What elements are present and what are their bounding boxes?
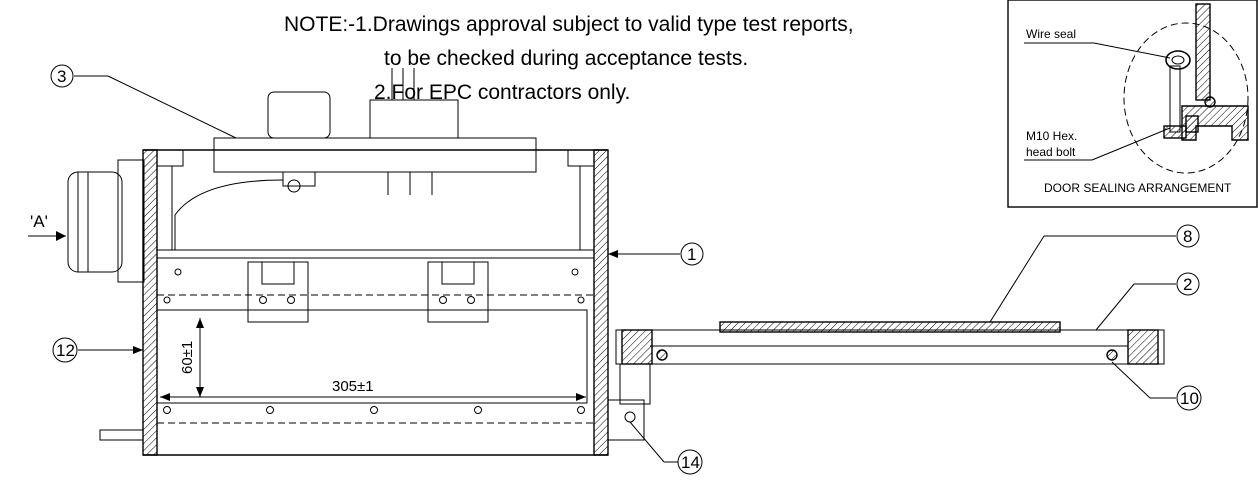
callout-1-text: 1 — [687, 245, 696, 264]
inner-panel — [156, 309, 588, 404]
callout-14: 14 — [629, 421, 703, 475]
cable-gland — [67, 159, 145, 283]
screw-row — [163, 268, 585, 414]
hinge — [607, 399, 645, 441]
detail-wall — [1195, 3, 1211, 101]
top-device-base — [213, 137, 537, 173]
callout-10-text: 10 — [1180, 389, 1199, 408]
mounting-plate — [156, 249, 595, 259]
detail-bolt-head — [1163, 125, 1187, 139]
door-glass — [719, 321, 1061, 333]
dim-height-text: 60±1 — [179, 341, 196, 374]
callout-8-text: 8 — [1183, 227, 1192, 246]
note-line-1: NOTE:-1.Drawings approval subject to val… — [284, 13, 854, 36]
detail-circle — [1123, 22, 1249, 174]
view-label-a: 'A' — [30, 212, 48, 231]
callout-3-text: 3 — [57, 67, 66, 86]
enclosure-body — [99, 149, 609, 456]
note-line-3: 2.For EPC contractors only. — [374, 81, 630, 104]
door-sealing-detail: Wire seal M10 Hex. head bolt DOOR SEALIN… — [1007, 0, 1258, 208]
callout-1: 1 — [608, 242, 704, 266]
dim-width-text: 305±1 — [332, 378, 374, 395]
door-gasket-left — [656, 349, 668, 361]
detail-frame — [1007, 0, 1258, 208]
callout-8: 8 — [989, 224, 1200, 323]
callout-10: 10 — [1111, 361, 1202, 411]
detail-label-bolt-2: head bolt — [1026, 145, 1076, 159]
detail-wire-seal-inner — [1171, 55, 1185, 65]
detail-door — [1181, 105, 1249, 141]
detail-wire-seal — [1165, 50, 1191, 70]
callout-2-text: 2 — [1183, 275, 1192, 294]
left-wall — [142, 149, 158, 456]
bottom-foot — [99, 429, 144, 441]
door-gasket-right — [1106, 349, 1118, 361]
dimension-height: 60±1 — [179, 318, 204, 397]
door-section — [607, 321, 1165, 441]
terminal-block-left — [247, 261, 309, 323]
callout-2: 2 — [1095, 272, 1200, 331]
detail-nut — [1185, 115, 1199, 133]
callout-12-text: 12 — [56, 341, 75, 360]
callout-3: 3 — [50, 64, 237, 139]
callout-12: 12 — [52, 337, 143, 363]
callout-14-text: 14 — [681, 453, 700, 472]
detail-title: DOOR SEALING ARRANGEMENT — [1044, 181, 1232, 195]
top-device — [174, 68, 537, 250]
right-wall — [593, 149, 609, 456]
note-line-2: to be checked during acceptance tests. — [384, 47, 748, 70]
detail-gasket — [1204, 96, 1216, 108]
terminal-block-right — [427, 261, 489, 323]
dimension-width: 305±1 — [160, 378, 586, 401]
detail-label-bolt-1: M10 Hex. — [1026, 129, 1077, 143]
detail-label-wire-seal: Wire seal — [1026, 27, 1076, 41]
door-frame — [615, 329, 1165, 365]
